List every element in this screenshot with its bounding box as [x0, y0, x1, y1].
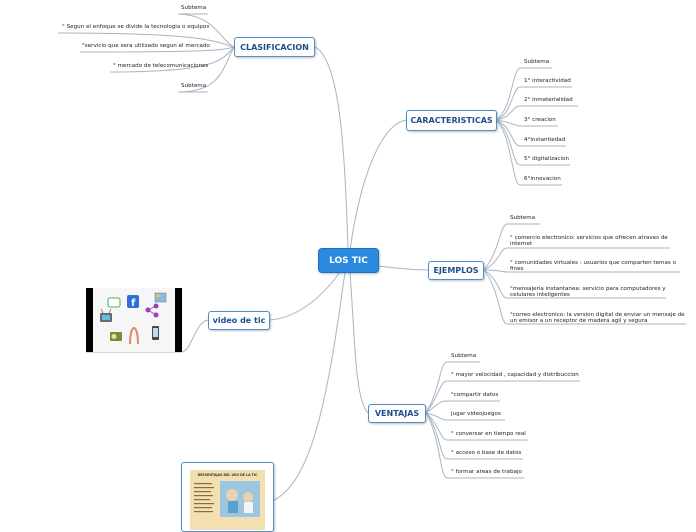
clasificacion-item[interactable]: Subtema — [181, 5, 206, 11]
ventajas-item[interactable]: Subtema — [451, 353, 476, 359]
root-node[interactable]: LOS TIC — [318, 248, 379, 273]
desventajas-poster-image: DESVENTAJAS DEL USO DE LA TIC — [182, 463, 273, 531]
clasificacion-item[interactable]: °servicio que sera utilizado segun el me… — [82, 43, 210, 49]
clasificacion-item[interactable]: Subtema — [181, 83, 206, 89]
poster-title: DESVENTAJAS DEL USO DE LA TIC — [198, 473, 258, 477]
facebook-icon: f — [127, 295, 139, 309]
caracteristicas-item[interactable]: 3° creacion — [524, 117, 556, 123]
mobile-icon — [152, 326, 159, 340]
chat-bubble-icon — [108, 298, 120, 307]
ventajas-item[interactable]: ° acceso o base de datos — [451, 450, 521, 456]
ejemplos-node[interactable]: EJEMPLOS — [428, 261, 484, 280]
ventajas-item[interactable]: ° mayor velocidad , capacidad y distribu… — [451, 372, 579, 378]
caracteristicas-item[interactable]: Subtema — [524, 59, 549, 65]
video-label: video de tic — [213, 316, 266, 325]
caracteristicas-item[interactable]: 6°innovacion — [524, 176, 561, 182]
radio-icon — [110, 332, 122, 341]
svg-text:f: f — [131, 298, 136, 309]
ejemplos-item[interactable]: °correo electronico: la version digital … — [510, 312, 685, 325]
ventajas-node[interactable]: VENTAJAS — [368, 404, 426, 423]
ventajas-item[interactable]: jugar videojuegos — [451, 411, 501, 417]
caracteristicas-item[interactable]: 5° digitalizacion — [524, 156, 569, 162]
root-label: LOS TIC — [329, 256, 368, 266]
caracteristicas-node[interactable]: CARACTERISTICAS — [406, 110, 497, 131]
desventajas-poster-frame[interactable]: DESVENTAJAS DEL USO DE LA TIC — [181, 462, 274, 532]
ejemplos-item[interactable]: ° comercio electronico: servicios que of… — [510, 235, 685, 248]
tic-video-thumbnail[interactable]: f — [86, 288, 182, 352]
photo-grid-icon — [155, 293, 166, 302]
caracteristicas-item[interactable]: 4°instantiedad — [524, 137, 565, 143]
clasificacion-item[interactable]: ° mercado de telecomunicaciones — [113, 63, 208, 69]
clasificacion-item[interactable]: ° Segun el enfoque se divide la tecnolog… — [62, 24, 209, 30]
caracteristicas-label: CARACTERISTICAS — [410, 116, 492, 125]
ventajas-item[interactable]: ° formar areas de trabajo — [451, 469, 522, 475]
video-node[interactable]: video de tic — [208, 311, 270, 330]
ventajas-item[interactable]: ° conversar en tiempo real — [451, 431, 526, 437]
ventajas-item[interactable]: °compartir datos — [451, 392, 498, 398]
ejemplos-item[interactable]: ° comunidades virtuales : usuarios que c… — [510, 260, 685, 273]
ejemplos-label: EJEMPLOS — [433, 266, 478, 275]
clasificacion-node[interactable]: CLASIFICACION — [234, 37, 315, 57]
ejemplos-item[interactable]: °mensajeria instantanea: servicio para c… — [510, 286, 685, 299]
caracteristicas-item[interactable]: 2° inmaterialidad — [524, 97, 573, 103]
clasificacion-label: CLASIFICACION — [240, 43, 309, 52]
caracteristicas-item[interactable]: 1° interactividad — [524, 78, 571, 84]
ventajas-label: VENTAJAS — [375, 409, 419, 418]
ejemplos-item[interactable]: Subtema — [510, 215, 535, 221]
